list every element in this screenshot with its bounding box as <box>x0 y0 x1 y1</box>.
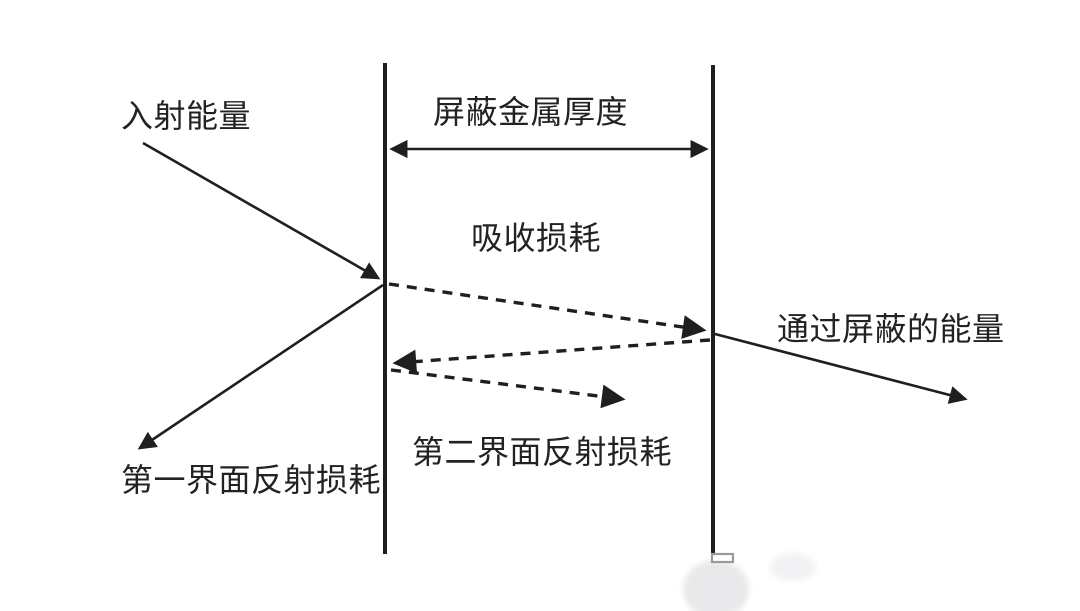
second-interface-rereflection-arrow <box>390 368 626 409</box>
first-interface-reflection-loss-label: 第一界面反射损耗 <box>121 462 382 498</box>
absorption-loss-label: 吸收损耗 <box>471 220 602 256</box>
energy-through-shield-label: 通过屏蔽的能量 <box>777 311 1005 347</box>
transmitted-energy-arrow <box>714 332 968 404</box>
incident-energy-arrow <box>142 141 381 280</box>
watermark-artifact-blob-small <box>770 553 816 581</box>
internal-wave-arrow <box>388 282 707 339</box>
watermark-artifact-box <box>710 552 735 564</box>
internal-reflection-arrow <box>392 338 711 374</box>
first-interface-reflection-arrow <box>137 283 384 450</box>
watermark-artifact-blob <box>683 560 749 611</box>
shield-metal-thickness-label: 屏蔽金属厚度 <box>433 94 629 130</box>
incident-energy-label: 入射能量 <box>121 98 252 134</box>
second-interface-reflection-loss-label: 第二界面反射损耗 <box>412 434 673 470</box>
